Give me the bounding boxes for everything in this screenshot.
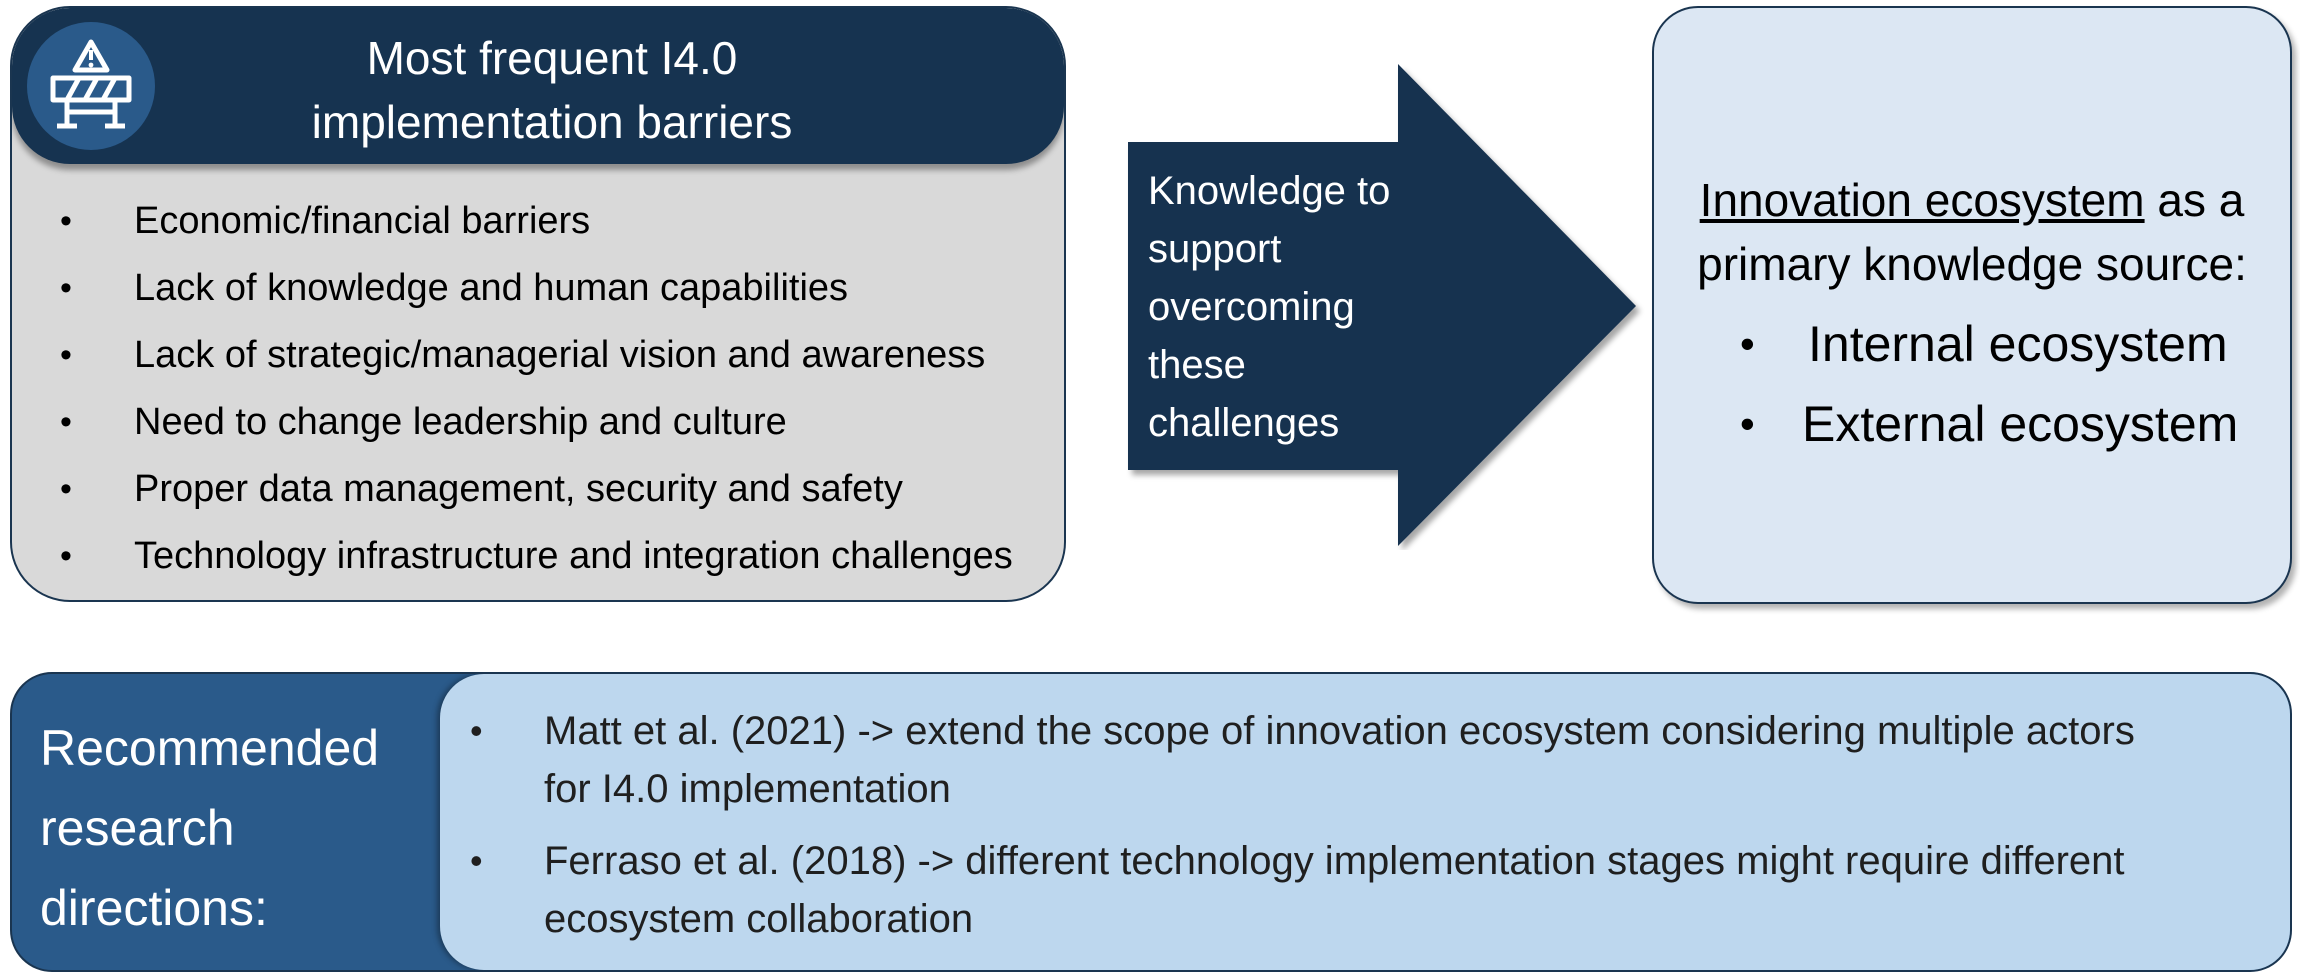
bullet-icon: • (60, 269, 72, 307)
list-item: • Proper data management, security and sa… (42, 456, 1013, 523)
research-panel: • Matt et al. (2021) -> extend the scope … (440, 674, 2290, 970)
barrier-text: Lack of knowledge and human capabilities (134, 267, 849, 309)
barrier-text: Lack of strategic/managerial vision and … (134, 334, 986, 376)
research-label: Recommended research directions: (40, 720, 380, 936)
bullet-icon: • (60, 470, 72, 508)
arrow-label: Knowledge to support overcoming these ch… (1148, 169, 1391, 445)
barriers-box: Most frequent I4.0 implementation barrie… (10, 6, 1066, 602)
list-item: • Lack of knowledge and human capabilitie… (42, 255, 1013, 322)
bullet-icon: • (60, 403, 72, 441)
ecosystem-list: • Internal ecosystem • External ecosystem (1732, 304, 2238, 464)
ecosystem-box: Innovation ecosystem as a primary knowle… (1652, 6, 2292, 604)
barriers-header: Most frequent I4.0 implementation barrie… (12, 8, 1064, 164)
bullet-icon: • (60, 537, 72, 575)
barrier-list: • Economic/financial barriers • Lack of kn… (42, 188, 1013, 590)
barrier-text: Economic/financial barriers (134, 200, 591, 242)
research-item: Ferraso et al. (2018) -> different techn… (544, 839, 2125, 941)
right-arrow-shape (1128, 64, 1636, 546)
ecosystem-heading-rest: as a (2144, 174, 2245, 226)
research-list: • Matt et al. (2021) -> extend the scope … (452, 702, 2164, 962)
list-item: • External ecosystem (1732, 384, 2238, 464)
list-item: • Need to change leadership and culture (42, 389, 1013, 456)
bullet-icon: • (1740, 400, 1755, 447)
bullet-icon: • (470, 710, 483, 751)
list-item: • Economic/financial barriers (42, 188, 1013, 255)
list-item: • Lack of strategic/managerial vision and… (42, 322, 1013, 389)
bullet-icon: • (470, 840, 483, 881)
list-item: • Matt et al. (2021) -> extend the scope … (452, 702, 2164, 818)
ecosystem-heading-line2: primary knowledge source: (1697, 238, 2247, 290)
list-item: • Ferraso et al. (2018) -> different tech… (452, 832, 2164, 948)
barriers-title: Most frequent I4.0 implementation barrie… (311, 32, 793, 148)
list-item: • Internal ecosystem (1732, 304, 2238, 384)
bullet-icon: • (60, 202, 72, 240)
road-barrier-icon (27, 22, 155, 150)
bullet-icon: • (60, 336, 72, 374)
barrier-text: Need to change leadership and culture (134, 401, 787, 443)
ecosystem-item: External ecosystem (1802, 396, 2239, 452)
bullet-icon: • (1740, 320, 1755, 367)
ecosystem-heading: Innovation ecosystem as a primary knowle… (1654, 168, 2290, 296)
list-item: • Technology infrastructure and integrati… (42, 523, 1013, 590)
ecosystem-heading-underlined: Innovation ecosystem (1699, 174, 2145, 226)
barrier-text: Technology infrastructure and integratio… (134, 535, 1013, 577)
barrier-text: Proper data management, security and saf… (134, 468, 903, 510)
ecosystem-item: Internal ecosystem (1808, 316, 2228, 372)
research-item: Matt et al. (2021) -> extend the scope o… (544, 709, 2135, 811)
research-box: Recommended research directions: • Matt e… (10, 672, 2292, 972)
